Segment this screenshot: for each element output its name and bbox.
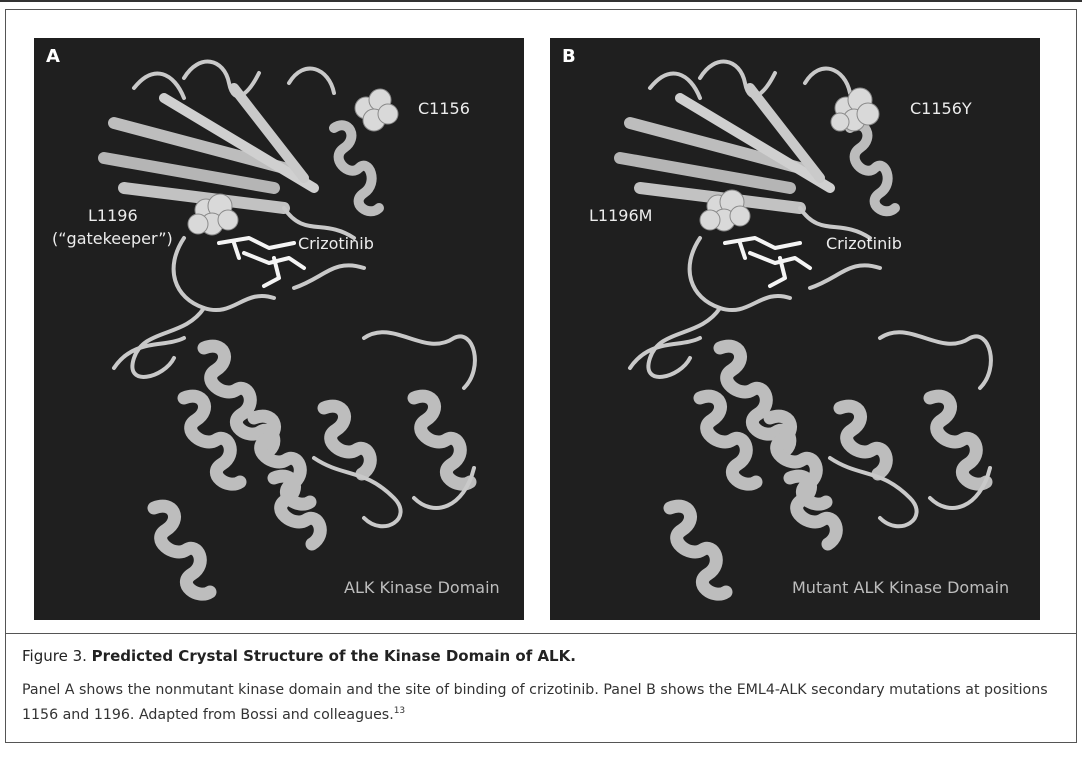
panel-a-label-l1196: L1196 [88, 205, 138, 227]
panel-a-letter: A [46, 46, 60, 67]
protein-ribbon-structure-a [34, 38, 524, 620]
reference-superscript: 13 [394, 706, 405, 716]
panel-b-label-crizotinib: Crizotinib [826, 233, 902, 255]
figure-title: Predicted Crystal Structure of the Kinas… [92, 647, 576, 665]
top-rule [0, 0, 1082, 2]
panel-a [34, 38, 524, 620]
figure-caption-body: Panel A shows the nonmutant kinase domai… [22, 678, 1062, 728]
panel-b-domain-label: Mutant ALK Kinase Domain [792, 577, 1009, 599]
panel-b-label-l1196m: L1196M [589, 205, 652, 227]
caption-divider [5, 633, 1077, 634]
panel-a-domain-label: ALK Kinase Domain [344, 577, 500, 599]
panel-b-letter: B [562, 46, 576, 67]
figure-number: Figure 3. [22, 647, 87, 665]
panel-a-label-gatekeeper: (“gatekeeper”) [52, 228, 173, 250]
figure-caption-title: Figure 3. Predicted Crystal Structure of… [22, 647, 576, 665]
panel-a-label-crizotinib: Crizotinib [298, 233, 374, 255]
protein-ribbon-structure-b [550, 38, 1040, 620]
panel-b [550, 38, 1040, 620]
panel-b-label-c1156y: C1156Y [910, 98, 972, 120]
panel-a-label-c1156: C1156 [418, 98, 470, 120]
caption-text: Panel A shows the nonmutant kinase domai… [22, 682, 1048, 723]
